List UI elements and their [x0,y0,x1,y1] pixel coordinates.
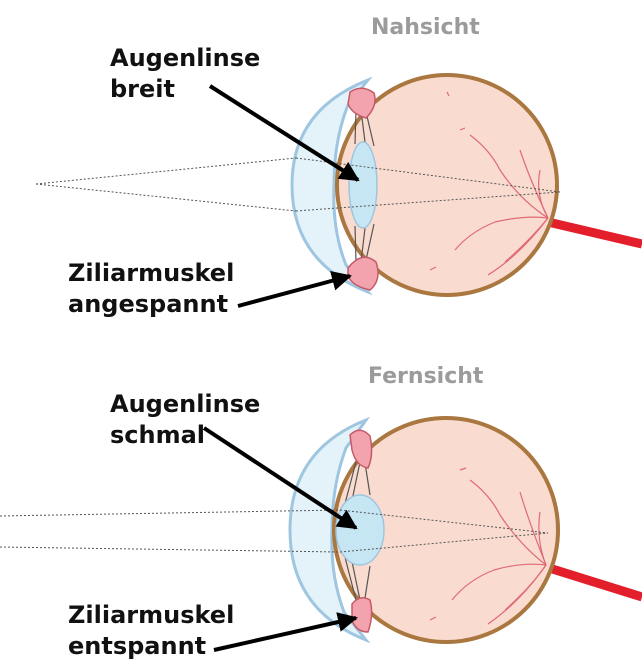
lens-label-line-1: Augenlinse [110,43,260,74]
lens-label-near: Augenlinse breit [110,43,260,105]
muscle-label-line-1: Ziliarmuskel [68,600,234,631]
ciliary-muscle-upper [350,430,372,468]
muscle-label-line-2: angespannt [68,289,234,320]
muscle-label-far: Ziliarmuskel entspannt [68,600,234,662]
lens-label-far: Augenlinse schmal [110,389,260,451]
near-vision-title: Nahsicht [371,15,480,41]
lens-label-line-1: Augenlinse [110,389,260,420]
muscle-label-line-2: entspannt [68,631,234,662]
lens-thick [349,142,377,228]
ciliary-muscle-lower [352,598,372,632]
optic-nerve [546,567,642,597]
far-vision-title: Fernsicht [368,364,483,390]
lens-thin [336,495,384,565]
muscle-label-near: Ziliarmuskel angespannt [68,258,234,320]
muscle-label-line-1: Ziliarmuskel [68,258,234,289]
lens-label-line-2: schmal [110,420,260,451]
optic-nerve [548,222,642,244]
lens-label-line-2: breit [110,74,260,105]
